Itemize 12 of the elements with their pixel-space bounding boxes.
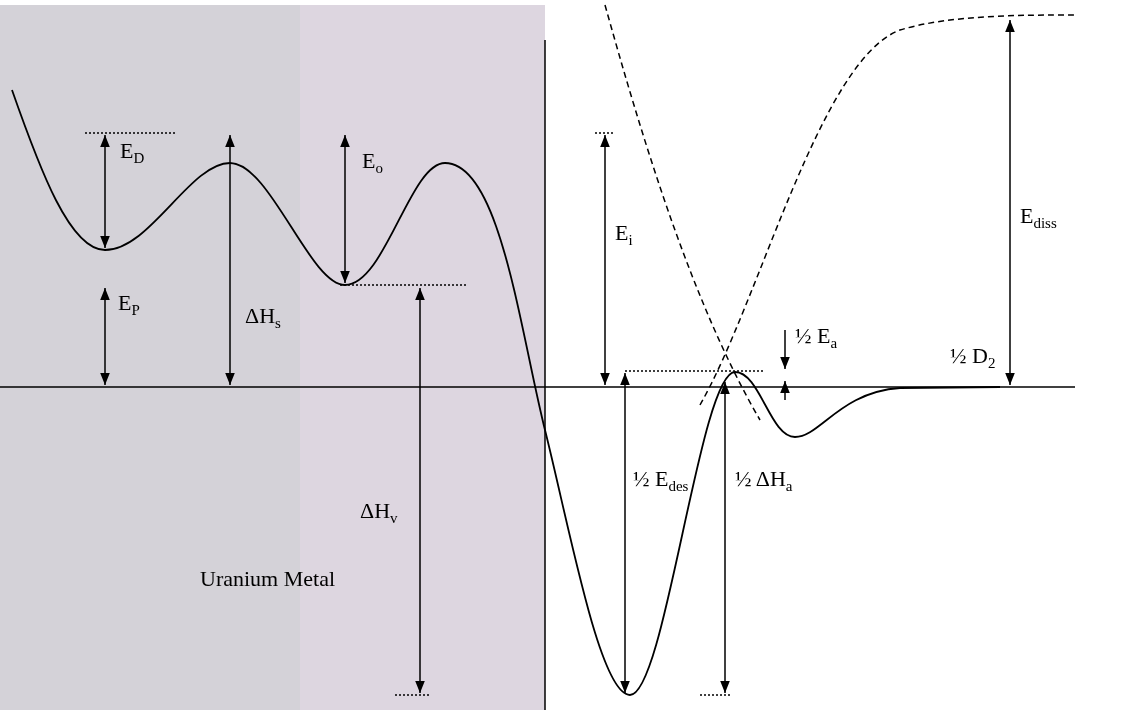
- energy-label: ½ ΔH$_{a}$: [735, 468, 793, 495]
- energy-label: ½ E$_{a}$: [795, 325, 838, 352]
- energy-label: ΔH$_{s}$: [245, 305, 281, 332]
- energy-label: E$_{i}$: [615, 222, 633, 249]
- energy-label: ½ D$_{2}$: [950, 345, 996, 372]
- energy-label: E$_{o}$: [362, 150, 383, 177]
- energy-label: E$_{diss}$: [1020, 205, 1057, 232]
- energy-label: ½ E$_{des}$: [633, 468, 689, 495]
- energy-label: ΔH$_{v}$: [360, 500, 398, 527]
- energy-label: E$_{D}$: [120, 140, 145, 167]
- region-label: Uranium Metal: [200, 568, 336, 590]
- energy-label: E$_{P}$: [118, 292, 140, 319]
